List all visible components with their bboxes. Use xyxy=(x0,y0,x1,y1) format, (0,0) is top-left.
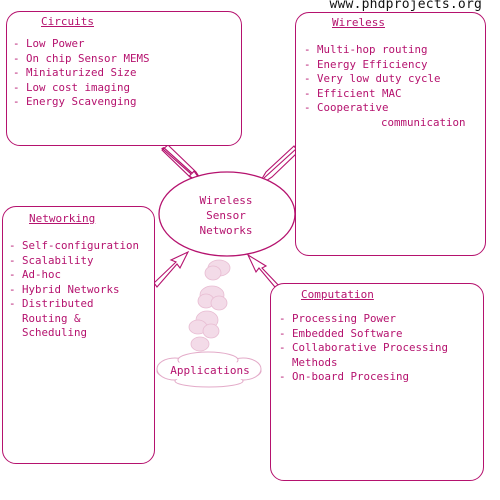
center-line-2: Sensor xyxy=(206,209,246,222)
computation-title: Computation xyxy=(301,288,374,301)
list-item-line: Methods xyxy=(292,355,338,369)
wireless-list: Multi-hop routing Energy Efficiency Very… xyxy=(304,43,486,130)
list-item-line: Distributed xyxy=(22,297,94,310)
circuits-list: Low Power On chip Sensor MEMS Miniaturiz… xyxy=(13,37,238,110)
computation-box: Computation Processing Power Embedded So… xyxy=(270,283,484,481)
list-item: Energy Scavenging xyxy=(13,95,238,110)
circuits-title: Circuits xyxy=(41,15,94,28)
list-item: Processing Power xyxy=(279,312,483,327)
list-item: Very low duty cycle xyxy=(304,72,486,87)
center-line-1: Wireless xyxy=(199,194,253,207)
list-item: Efficient MAC xyxy=(304,87,486,102)
list-item: Self-configuration xyxy=(9,239,155,254)
list-item: Ad-hoc xyxy=(9,268,155,283)
circuits-box: Circuits Low Power On chip Sensor MEMS M… xyxy=(6,11,242,146)
list-item-line: Cooperative xyxy=(317,101,389,114)
list-item: Distributed Routing & Scheduling xyxy=(9,297,155,341)
networking-box: Networking Self-configuration Scalabilit… xyxy=(2,206,155,464)
list-item: Miniaturized Size xyxy=(13,66,238,81)
list-item: Multi-hop routing xyxy=(304,43,486,58)
list-item: On-board Procesing xyxy=(279,370,483,385)
list-item: Low cost imaging xyxy=(13,81,238,96)
list-item: Hybrid Networks xyxy=(9,283,155,298)
list-item-line: Collaborative Processing xyxy=(292,341,449,354)
center-line-3: Networks xyxy=(199,224,253,237)
networking-title: Networking xyxy=(29,212,96,225)
list-item: On chip Sensor MEMS xyxy=(13,52,238,67)
wireless-title: Wireless xyxy=(332,16,385,29)
applications-cloud-chain xyxy=(188,259,231,352)
computation-list: Processing Power Embedded Software Colla… xyxy=(279,312,483,385)
list-item: Embedded Software xyxy=(279,327,483,342)
arrow-networking-to-center xyxy=(153,250,190,288)
list-item-line: Routing & xyxy=(22,311,81,325)
list-item: Scalability xyxy=(9,254,155,269)
list-item: Low Power xyxy=(13,37,238,52)
list-item-line: communication xyxy=(381,115,466,129)
list-item: Cooperative communication xyxy=(304,101,486,130)
list-item: Energy Efficiency xyxy=(304,58,486,73)
list-item: Collaborative Processing Methods xyxy=(279,341,483,370)
networking-list: Self-configuration Scalability Ad-hoc Hy… xyxy=(9,239,155,341)
center-label: Wireless Sensor Networks xyxy=(178,193,274,238)
wireless-box: Wireless Multi-hop routing Energy Effici… xyxy=(295,12,486,256)
applications-label: Applications xyxy=(170,364,250,377)
site-url: www.phdprojects.org xyxy=(329,0,482,12)
list-item-line: Scheduling xyxy=(22,326,88,339)
